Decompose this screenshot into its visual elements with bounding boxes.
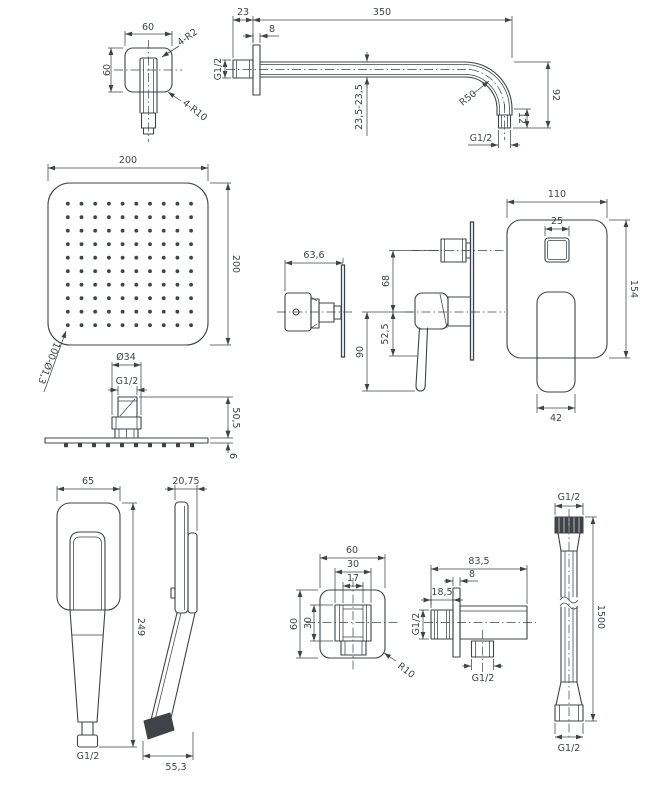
dim-mixer-button: 25 [551, 216, 563, 227]
dim-flange-corner-r10: 4-R10 [180, 98, 209, 124]
hand-shower-side-view: 20,75 55,3 [142, 476, 207, 773]
dim-mixer-height: 154 [628, 280, 639, 298]
dim-arm-thread-in: G1/2 [213, 58, 224, 81]
dim-hose-thread-top: G1/2 [558, 492, 581, 503]
dim-flange-height: 60 [102, 64, 113, 76]
wall-flange-view: 60 60 4-R2 4-R10 [102, 22, 209, 142]
shower-head-side-view: Ø34 G1/2 50,5 6 [44, 352, 241, 459]
dim-head-plate: 6 [227, 453, 238, 459]
dim-head-height: 200 [230, 255, 241, 273]
dim-handshower-depth: 20,75 [172, 476, 199, 487]
nozzle-grid [61, 197, 198, 332]
dim-outlet-width: 60 [346, 545, 358, 556]
dim-arm-length: 350 [373, 7, 391, 18]
dim-arm-tip: 12 [516, 112, 527, 124]
dim-arm-tube: 23,5-23,5 [354, 84, 365, 130]
dim-mixer-handle-width: 42 [550, 413, 562, 424]
wall-outlet-front-view: 60 30 17 30 60 R10 [289, 545, 417, 681]
dim-outlet-length: 83,5 [468, 556, 489, 567]
dim-handshower-thread: G1/2 [77, 751, 100, 762]
dim-mixer-button-offset: 68 [381, 275, 392, 287]
mixer-profile-view: 68 52,5 90 [355, 221, 505, 392]
dim-outlet-inlet: 18,5 [431, 587, 452, 598]
hand-shower-front-view: G1/2 65 249 [56, 476, 146, 762]
dim-handshower-base: 55,3 [165, 762, 186, 773]
shower-arm-view: 23 350 8 G1/2 23,5-23,5 R50 12 92 [213, 7, 561, 148]
hand-shower-nut [143, 712, 175, 740]
dim-handshower-height: 249 [135, 618, 146, 636]
dim-outlet-height: 60 [289, 618, 300, 630]
mixer-front-view: 110 25 154 42 [506, 189, 639, 424]
dim-outlet-flange: 8 [469, 569, 475, 580]
shower-hose-view: G1/2 1500 G1/2 [554, 492, 606, 754]
dim-mixer-lever-drop: 90 [355, 346, 366, 358]
dim-head-thread: G1/2 [116, 376, 139, 387]
nozzle-row [59, 443, 197, 448]
wall-outlet-side-view: 83,5 8 18,5 G1/2 G1/2 [411, 556, 536, 684]
dim-outlet-thread-in: G1/2 [411, 613, 422, 636]
dim-head-nut: Ø34 [116, 352, 136, 363]
dim-flange-width: 60 [142, 22, 154, 33]
dim-outlet-nut-width: 30 [347, 559, 359, 570]
dim-outlet-thread-out: G1/2 [472, 673, 495, 684]
dim-arm-drop: 92 [550, 89, 561, 101]
dim-arm-flange: 8 [269, 24, 275, 35]
dim-flange-corner-r2: 4-R2 [175, 27, 199, 49]
dim-mixer-width: 110 [548, 189, 566, 200]
dim-hose-length: 1500 [595, 605, 606, 629]
dim-mixer-depth: 63,6 [303, 250, 324, 261]
dim-arm-thread-out: G1/2 [470, 133, 493, 144]
dim-arm-offset: 23 [237, 7, 249, 18]
dim-outlet-radius: R10 [395, 661, 417, 681]
dim-head-conn-height: 50,5 [230, 407, 241, 428]
dim-head-holes: 100-Ø1,3 [35, 340, 62, 385]
dim-outlet-thread-width: 17 [347, 573, 359, 584]
shower-head-top-view: 200 200 100-Ø1,3 [35, 155, 241, 393]
dim-mixer-handle-offset: 52,5 [380, 323, 391, 344]
dim-head-width: 200 [119, 155, 137, 166]
dim-hose-thread-bottom: G1/2 [558, 743, 581, 754]
dim-handshower-width: 65 [82, 476, 94, 487]
mixer-valve-side-view: 63,6 [277, 250, 352, 358]
dim-outlet-nut-height: 30 [303, 617, 314, 629]
